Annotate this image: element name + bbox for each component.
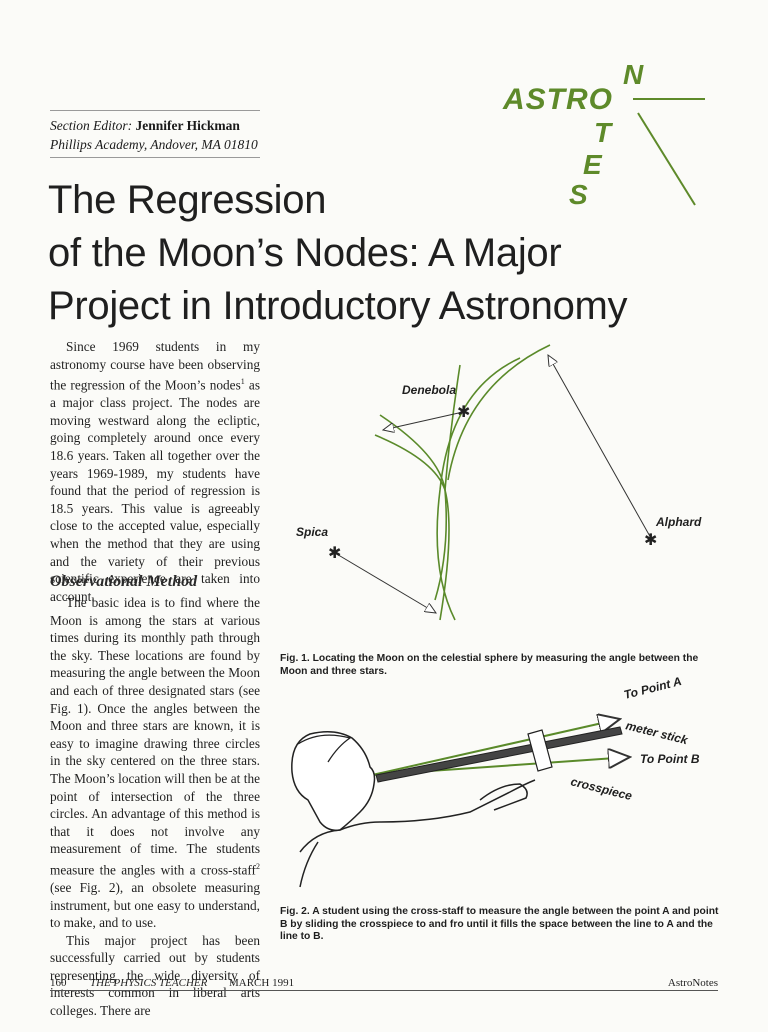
star-marker-alphard: ✱	[644, 532, 657, 549]
title-line-1: The Regression	[48, 178, 327, 222]
student-hair	[297, 734, 352, 763]
label-alphard: Alphard	[655, 515, 702, 529]
label-meter-stick: meter stick	[624, 718, 690, 747]
figure-2: To Point A meter stick To Point B crossp…	[280, 672, 725, 897]
figure-2-illustration: To Point A meter stick To Point B crossp…	[291, 674, 700, 888]
figure-1-diagram: ✱ ✱ ✱ Denebola Spica Alphard	[296, 344, 702, 621]
header-bottom-rule	[50, 157, 260, 158]
logo-letter-n: N	[623, 59, 644, 90]
crosspiece-shape	[527, 729, 553, 772]
footer-section: AstroNotes	[667, 977, 718, 989]
figure-1-caption: Fig. 1. Locating the Moon on the celesti…	[280, 653, 699, 677]
footnote-1: 1	[240, 377, 245, 387]
editor-affiliation: Phillips Academy, Andover, MA 01810	[50, 137, 258, 152]
observational-paragraph-2: This major project has been successfully…	[50, 932, 260, 1019]
circle-arc-spica-upper	[379, 414, 448, 601]
logo-letter-e: E	[583, 149, 602, 180]
spica-radius-arrow	[334, 552, 436, 613]
logo-letter-t: T	[594, 117, 612, 148]
circle-arc-top	[447, 344, 551, 481]
intro-paragraph-block: Since 1969 students in my astronomy cour…	[50, 338, 260, 605]
observational-method-heading: Observational Method	[50, 573, 198, 590]
figure-2-caption: Fig. 2. A student using the cross-staff …	[280, 906, 719, 942]
footer-date: MARCH 1991	[229, 977, 295, 989]
logo-word-astro: ASTRO	[503, 83, 613, 116]
title-line-2: of the Moon’s Nodes: A Major	[48, 231, 562, 275]
circle-arc-spica	[444, 364, 461, 491]
meter-stick-shape	[375, 726, 623, 783]
student-hand	[479, 783, 528, 811]
observational-paragraph-1: The basic idea is to find where the Moon…	[50, 595, 260, 931]
footer-rule	[50, 990, 718, 991]
circle-arc-alphard	[436, 357, 521, 621]
astronotes-logo: ASTRO N T E S	[495, 55, 715, 215]
label-spica: Spica	[296, 525, 328, 539]
footer-page-number: 160	[50, 977, 67, 989]
alphard-radius-arrow	[548, 355, 653, 541]
footnote-2: 2	[256, 861, 260, 871]
footer-journal: THE PHYSICS TEACHER	[90, 977, 208, 989]
section-editor-block: Section Editor: Jennifer Hickman Phillip…	[50, 116, 258, 154]
header-top-rule	[50, 110, 260, 111]
sight-line-a	[371, 719, 620, 776]
logo-letter-s: S	[569, 179, 588, 210]
star-marker-spica: ✱	[328, 545, 341, 562]
star-marker-denebola: ✱	[457, 404, 470, 421]
student-torso	[299, 841, 319, 888]
article-title: The Regression of the Moon’s Nodes: A Ma…	[48, 174, 668, 333]
title-line-3: Project in Introductory Astronomy	[48, 284, 628, 328]
figure-1: ✱ ✱ ✱ Denebola Spica Alphard	[280, 340, 720, 640]
editor-name: Jennifer Hickman	[135, 118, 240, 133]
logo-lines	[633, 98, 705, 206]
student-head	[291, 731, 376, 832]
denebola-radius-arrow	[383, 411, 464, 430]
label-denebola: Denebola	[402, 383, 456, 397]
label-point-b: To Point B	[640, 752, 700, 766]
intro-paragraph: Since 1969 students in my astronomy cour…	[50, 339, 260, 604]
label-point-a: To Point A	[622, 674, 683, 702]
observational-body: The basic idea is to find where the Moon…	[50, 594, 260, 1020]
label-crosspiece: crosspiece	[569, 774, 634, 803]
editor-label: Section Editor:	[50, 118, 133, 133]
student-arm	[299, 779, 536, 853]
